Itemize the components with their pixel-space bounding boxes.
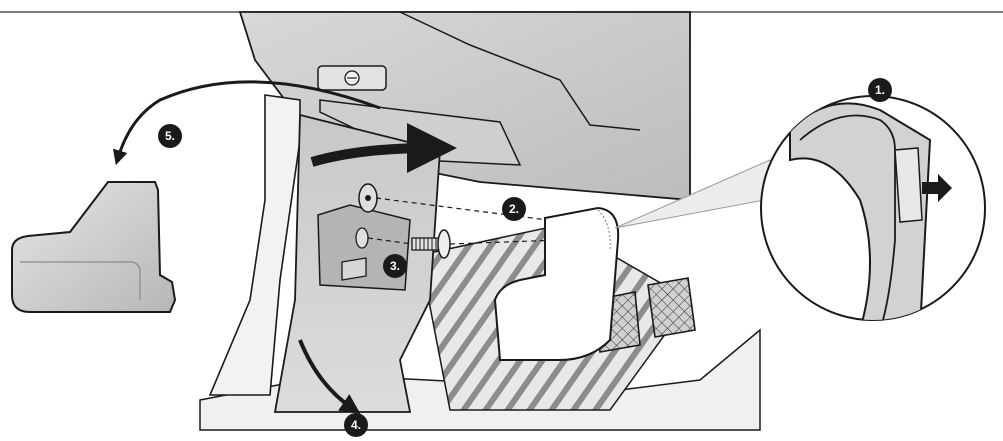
arrow-upper-panel	[310, 123, 457, 174]
trim-clip-piece	[493, 206, 620, 361]
arrow-lower-panel	[298, 339, 361, 414]
screw	[411, 229, 451, 259]
alignment-line-upper	[375, 197, 611, 229]
removed-cover-panel	[11, 181, 177, 313]
alignment-line-lower	[367, 237, 561, 245]
recess-clip	[341, 257, 367, 281]
step-badge-2: 2.	[502, 197, 526, 221]
mounting-hole-lower	[355, 227, 369, 249]
pedal-accelerator	[647, 277, 696, 338]
arrow-remove-cover	[112, 80, 381, 166]
zoom-detail-content	[789, 102, 932, 320]
glove-box-edge	[399, 11, 641, 131]
step-badge-5: 5.	[158, 124, 182, 148]
side-trim	[208, 94, 301, 396]
step-badge-4: 4.	[344, 413, 368, 437]
zoom-pull-arrow	[922, 174, 952, 202]
step-badge-1: 1.	[868, 78, 892, 102]
step-badge-3: 3.	[383, 254, 407, 278]
